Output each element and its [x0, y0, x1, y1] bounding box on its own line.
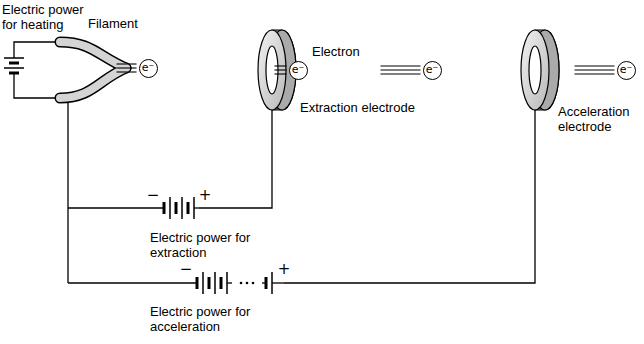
motion-line — [117, 63, 137, 64]
part-label: Electron — [312, 44, 392, 59]
electron-circle: e⁻ — [139, 59, 158, 78]
motion-line — [575, 69, 615, 70]
filament-shape — [60, 42, 126, 98]
motion-line — [575, 73, 615, 74]
wire — [14, 42, 62, 58]
motion-line — [575, 65, 615, 66]
electron-symbol: e⁻ — [620, 64, 633, 76]
electron-symbol: e⁻ — [292, 64, 305, 76]
wire — [199, 110, 272, 208]
motion-line — [381, 73, 421, 74]
polarity-sign: − — [146, 188, 160, 203]
motion-line — [275, 65, 287, 66]
motion-line — [381, 65, 421, 66]
part-label: Filament — [88, 16, 168, 31]
wire — [67, 98, 68, 283]
wire — [14, 73, 62, 98]
motion-lines — [117, 64, 615, 74]
wire — [68, 282, 196, 283]
electron-circle: e⁻ — [423, 61, 442, 80]
motion-line — [117, 67, 137, 68]
part-label: Extraction electrode — [300, 100, 500, 115]
wire — [68, 207, 163, 208]
part-label: Electric power for acceleration — [150, 304, 270, 334]
polarity-sign: + — [277, 262, 291, 277]
electron-symbol: e⁻ — [426, 64, 439, 76]
part-label: Electric power for heating — [2, 2, 102, 32]
part-label: Acceleration electrode — [558, 104, 642, 134]
motion-line — [381, 69, 421, 70]
motion-line — [275, 73, 287, 74]
extraction-battery-symbol — [164, 197, 199, 219]
heating-battery-symbol — [4, 58, 24, 73]
motion-line — [275, 69, 287, 70]
electron-symbol: e⁻ — [142, 62, 155, 74]
motion-line — [117, 71, 137, 72]
part-label: Electric power for extraction — [150, 230, 260, 260]
wires — [14, 42, 535, 283]
electron-circle: e⁻ — [289, 61, 308, 80]
polarity-sign: + — [198, 188, 212, 203]
acceleration-battery-symbol — [197, 272, 284, 294]
electron-circle: e⁻ — [617, 61, 636, 80]
wire — [284, 110, 535, 283]
polarity-sign: − — [179, 262, 193, 277]
battery-dots — [240, 282, 255, 285]
acceleration-electrode-ring — [521, 30, 559, 110]
